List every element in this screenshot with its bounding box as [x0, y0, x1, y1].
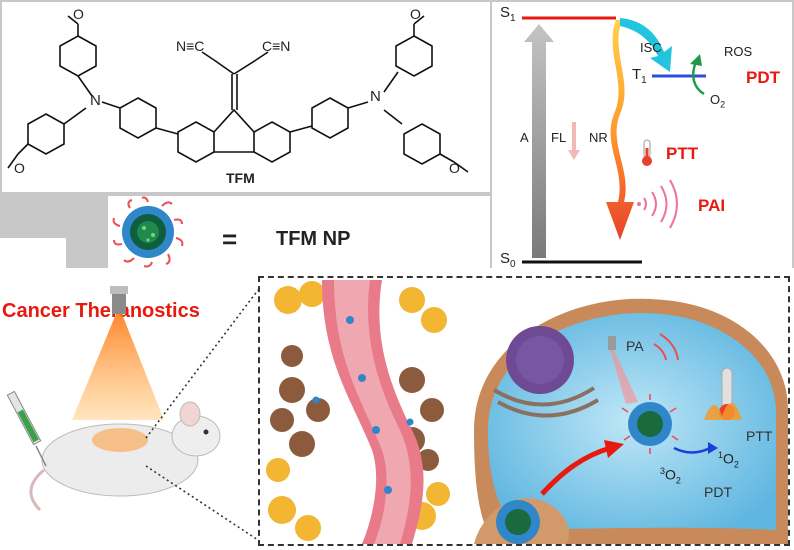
- triplet-oxygen-label: 3O2: [660, 466, 681, 486]
- equals-sign: =: [222, 224, 238, 254]
- cell-ptt-label: PTT: [746, 428, 773, 444]
- tumor-vessel-illustration: [266, 280, 450, 544]
- tfm-structure: [7, 15, 469, 173]
- pai-waves-icon: [637, 179, 678, 229]
- s1-label: S1: [500, 4, 516, 24]
- molecule-panel: [2, 2, 490, 192]
- fluorescence-arrow: [568, 122, 580, 160]
- methoxy-oxygen-label: O: [449, 160, 460, 176]
- nanoparticle-label: TFM NP: [276, 228, 351, 250]
- zoom-frame: [258, 276, 790, 546]
- ptt-label: PTT: [666, 144, 699, 163]
- methoxy-oxygen-label: O: [73, 6, 84, 22]
- thermometer-icon: [642, 139, 652, 166]
- o2-label: O2: [710, 92, 726, 110]
- nitrile-right-label: C≡N: [262, 38, 291, 54]
- pdt-label: PDT: [746, 68, 780, 87]
- nitrogen-label: N: [370, 88, 381, 105]
- theranostics-title: Cancer Theranostics: [2, 300, 200, 322]
- ros-label: ROS: [724, 44, 753, 59]
- isc-label: ISC: [640, 40, 662, 55]
- pai-label: PAI: [698, 196, 726, 215]
- syringe-icon: [6, 390, 47, 467]
- molecule-name: TFM: [226, 170, 255, 186]
- t1-label: T1: [632, 66, 647, 86]
- methoxy-oxygen-label: O: [14, 160, 25, 176]
- tumor-cell-illustration: [474, 298, 788, 544]
- fluorescence-label: FL: [551, 130, 567, 145]
- nitrogen-label: N: [90, 92, 101, 109]
- jablonski-diagram: [522, 16, 706, 264]
- laser-head: [112, 292, 126, 314]
- methoxy-oxygen-label: O: [410, 6, 421, 22]
- nonradiative-label: NR: [589, 130, 608, 145]
- absorption-label: A: [520, 130, 529, 145]
- cell-pa-label: PA: [626, 338, 644, 354]
- singlet-oxygen-label: 1O2: [718, 450, 739, 470]
- nonradiative-arrow: [606, 20, 634, 240]
- absorption-arrow: [524, 24, 554, 258]
- mouse-illustration: [6, 286, 259, 541]
- nitrile-left-label: N≡C: [176, 38, 205, 54]
- nanoparticle-icon: [112, 196, 184, 268]
- ros-arrow: [692, 61, 705, 96]
- cell-pdt-label: PDT: [704, 484, 732, 500]
- laser-beam: [72, 314, 164, 420]
- s0-label: S0: [500, 250, 516, 270]
- mouse-body: [41, 423, 199, 497]
- isc-arrow: [620, 18, 672, 72]
